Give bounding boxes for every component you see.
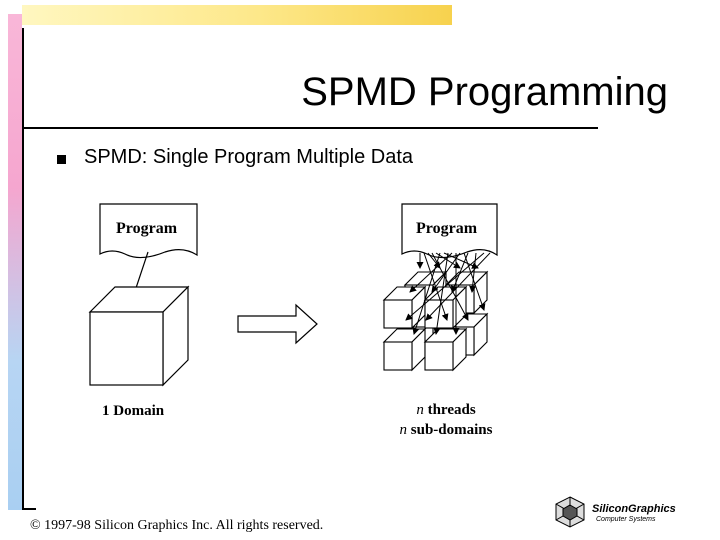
slide-title: SPMD Programming xyxy=(301,70,668,114)
domain-cube xyxy=(88,285,190,387)
caption-n-var-2: n xyxy=(399,422,408,438)
left-border-line xyxy=(22,28,24,510)
sgi-logo-text: SiliconGraphics xyxy=(592,503,676,515)
sgi-logo-subtext: Computer Systems xyxy=(596,516,656,523)
sgi-logo-icon xyxy=(555,496,585,528)
thread-arrow xyxy=(433,252,449,335)
bullet-text: SPMD: Single Program Multiple Data xyxy=(84,146,414,168)
top-accent-bar xyxy=(22,5,452,25)
thread-arrow xyxy=(425,252,491,321)
bottom-corner-line xyxy=(22,508,36,510)
sub-domain-cube xyxy=(423,327,468,372)
thread-arrow xyxy=(431,252,461,293)
left-program-document xyxy=(99,203,198,259)
side-accent-bar xyxy=(8,14,22,510)
right-program-label: Program xyxy=(416,220,478,237)
sub-domain-cube xyxy=(382,327,427,372)
bullet-square-icon xyxy=(57,155,66,164)
sub-domain-cube xyxy=(423,285,468,330)
left-caption: 1 Domain xyxy=(102,403,165,419)
title-rule xyxy=(24,127,598,129)
transform-arrow-icon xyxy=(237,303,318,345)
caption-threads: threads xyxy=(423,402,476,418)
copyright-text: © 1997-98 Silicon Graphics Inc. All righ… xyxy=(30,518,324,533)
right-caption-line2: n sub-domains xyxy=(380,420,512,440)
thread-arrows xyxy=(405,252,491,335)
sub-domain-cube xyxy=(382,285,427,330)
thread-arrow xyxy=(451,252,469,293)
thread-arrow xyxy=(463,252,486,311)
thread-arrow xyxy=(469,252,477,293)
thread-arrow xyxy=(412,252,441,335)
thread-arrow xyxy=(431,252,469,321)
thread-arrow xyxy=(405,252,485,321)
right-caption-line1: n threads xyxy=(380,400,512,420)
thread-arrow xyxy=(423,252,449,321)
left-program-label: Program xyxy=(116,220,178,237)
caption-n-var: n xyxy=(416,402,424,418)
caption-sub-domains: sub-domains xyxy=(407,422,493,438)
